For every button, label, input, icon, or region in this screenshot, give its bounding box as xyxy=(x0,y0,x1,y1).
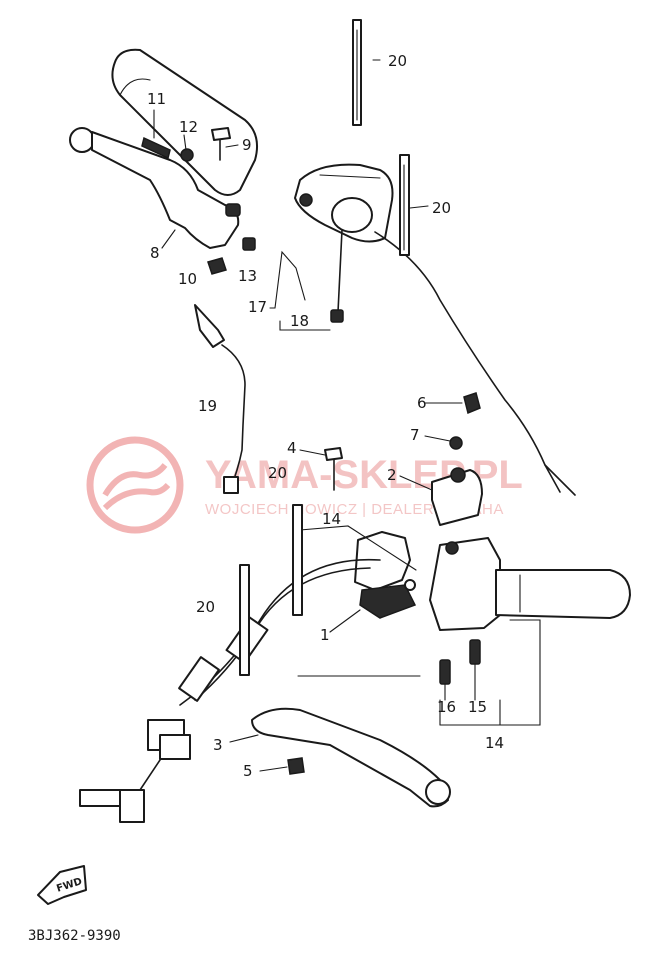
callout-20-lower-left: 20 xyxy=(196,598,215,616)
callout-14-upper: 14 xyxy=(322,510,341,528)
callout-11: 11 xyxy=(147,90,166,108)
callout-20-lower-right: 20 xyxy=(268,464,287,482)
forward-arrow-icon: FWD xyxy=(37,865,87,905)
cable-ties-upper xyxy=(352,19,410,256)
front-brake-lever-3 xyxy=(251,707,451,808)
callout-18: 18 xyxy=(290,312,309,330)
leader-lines xyxy=(161,59,463,772)
callout-6: 6 xyxy=(417,394,427,412)
callout-17: 17 xyxy=(248,298,267,316)
front-brake-switch xyxy=(354,531,417,619)
left-grip xyxy=(111,48,258,196)
screw-4 xyxy=(324,447,343,491)
throttle-grip xyxy=(495,569,631,619)
callout-8: 8 xyxy=(150,244,160,262)
callout-16: 16 xyxy=(437,698,456,716)
callout-20-top: 20 xyxy=(388,52,407,70)
callout-13: 13 xyxy=(238,267,257,285)
bolt-6-nut-7 xyxy=(449,392,481,450)
bracket-lines-14 xyxy=(299,525,541,726)
wiring-harness xyxy=(79,558,381,823)
callout-12: 12 xyxy=(179,118,198,136)
nut-10-13 xyxy=(207,237,256,275)
watermark-logo-icon xyxy=(86,436,184,534)
screws-15-16 xyxy=(439,639,481,701)
callout-15: 15 xyxy=(468,698,487,716)
right-switch-14 xyxy=(429,537,501,631)
bracket-lines-17-18 xyxy=(269,250,331,331)
left-switch-17 xyxy=(294,163,576,496)
nut-5 xyxy=(287,757,305,775)
callout-7: 7 xyxy=(410,426,420,444)
left-lever-8 xyxy=(69,127,241,249)
callout-20-middle: 20 xyxy=(432,199,451,217)
bracket-2 xyxy=(431,467,483,526)
callout-5: 5 xyxy=(243,762,253,780)
callout-2: 2 xyxy=(387,466,397,484)
watermark-subtitle: WOJCIECH NOWICZ | DEALER YAMAHA xyxy=(205,501,504,518)
callout-10: 10 xyxy=(178,270,197,288)
diagram-code: 3BJ362-9390 xyxy=(28,928,121,944)
bolt-9 xyxy=(211,127,231,161)
screws-11-12 xyxy=(141,109,194,162)
callout-19: 19 xyxy=(198,397,217,415)
clutch-switch-19 xyxy=(194,304,246,494)
cable-ties-lower xyxy=(239,504,303,676)
callout-3: 3 xyxy=(213,736,223,754)
callout-1: 1 xyxy=(320,626,330,644)
callout-4: 4 xyxy=(287,439,297,457)
callout-14-lower: 14 xyxy=(485,734,504,752)
callout-9: 9 xyxy=(242,136,252,154)
